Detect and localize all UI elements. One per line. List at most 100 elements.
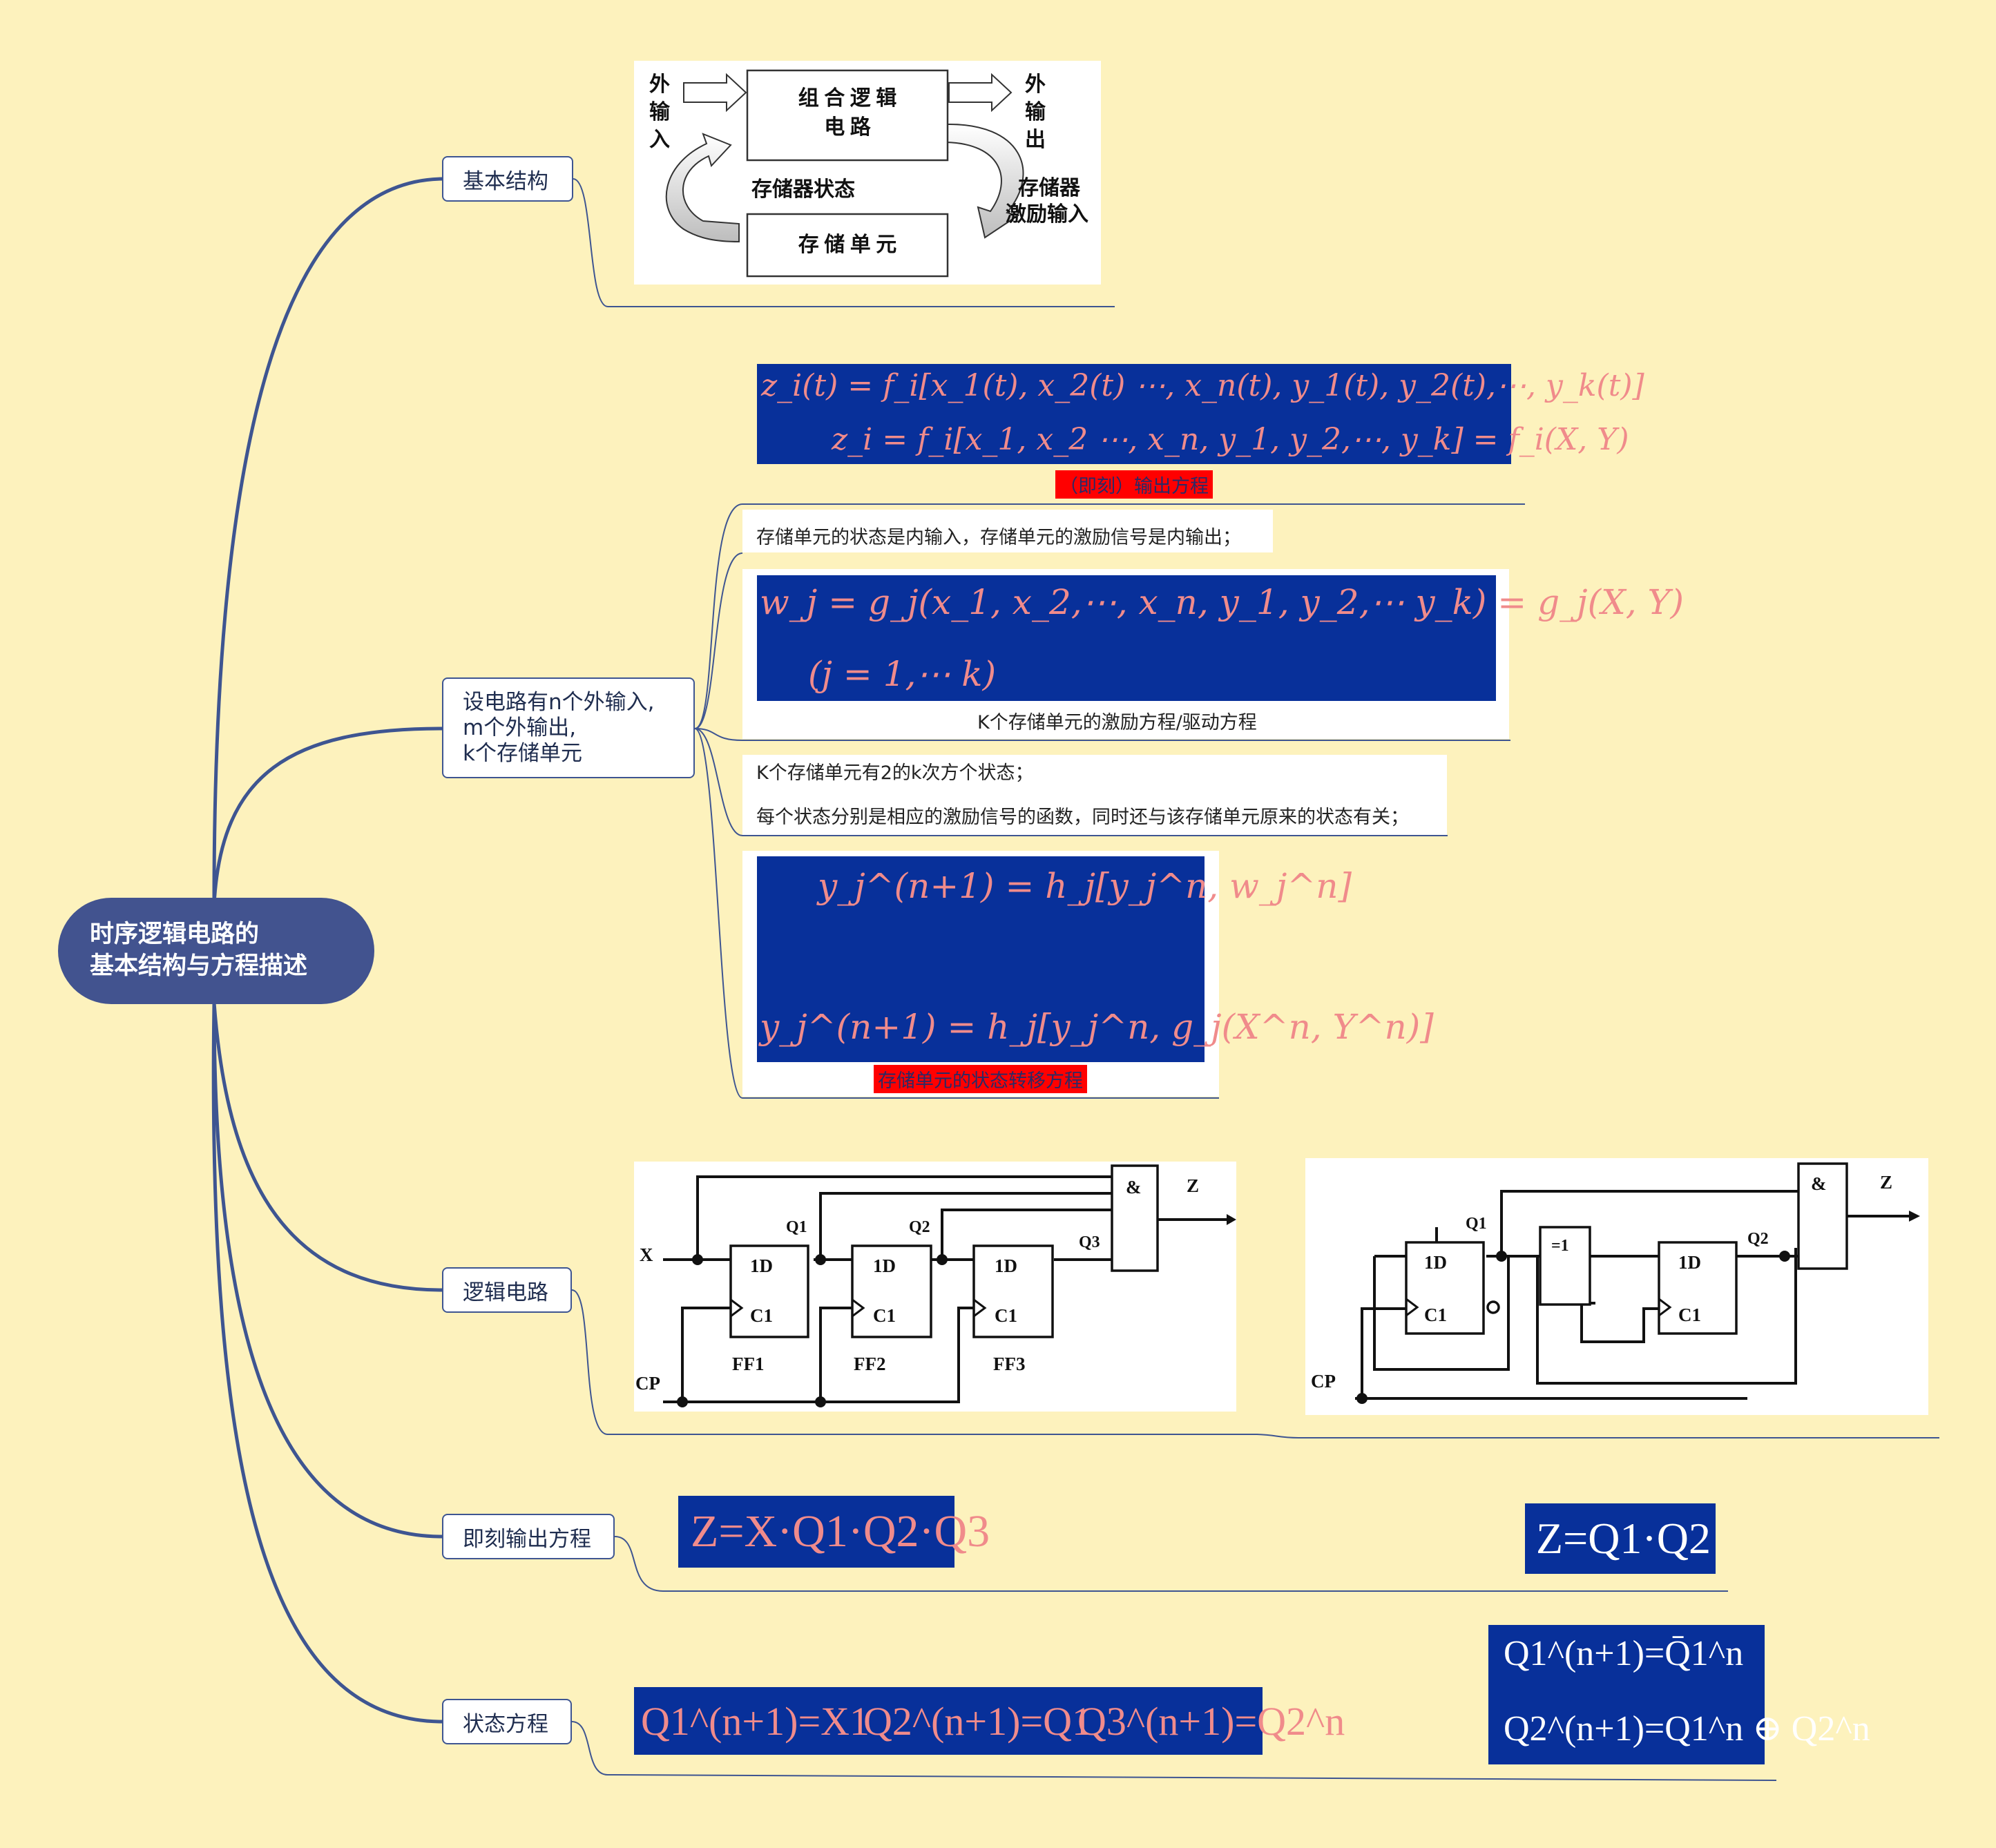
circuit-diagram-2: CP Z & =1 Q1 Q2 1D 1D C1 C1 (1305, 1158, 1928, 1415)
transition-equation-line2: y_j^(n+1) = h_j[y_j^n, g_j(X^n, Y^n)] (760, 1007, 1434, 1047)
c1-ff3-c: C1 (995, 1305, 1017, 1326)
structure-diagram: 组 合 逻 辑 电 路 存 储 单 元 外 输 入 外 输 出 存储器状态 存储… (649, 69, 1088, 278)
circuit-diagram-1: X CP Z & Q1 Q2 Q3 1D 1D 1D C1 C1 C1 FF1 … (634, 1162, 1236, 1412)
output-formula-left: Z=X·Q1·Q2·Q3 (678, 1496, 990, 1568)
ff3-box (972, 1244, 1054, 1338)
topic-logic-circuit-label: 逻辑电路 (463, 1280, 548, 1305)
note-internal-io: 存储单元的状态是内输入，存储单元的激励信号是内输出； (742, 510, 1273, 552)
c2-and-gate (1797, 1162, 1848, 1270)
ext-out-1: 外 (1025, 73, 1046, 96)
ext-in-1: 外 (649, 73, 670, 96)
c1-and-label: & (1126, 1177, 1142, 1197)
excitation-equation-line2: (j = 1,⋯ k) (808, 654, 997, 694)
topic-setup-line2: m个外输出, (463, 715, 577, 740)
c1-ff1-name: FF1 (732, 1354, 765, 1374)
comb-box-line2: 电 路 (824, 116, 872, 139)
c1-ff2-d: 1D (873, 1255, 896, 1276)
storage-state-label: 存储器状态 (751, 178, 855, 201)
comb-box-line1: 组 合 逻 辑 (798, 86, 897, 110)
c2-xor-label: =1 (1551, 1237, 1569, 1255)
feedback-arrow-left (665, 133, 740, 243)
c1-ff2-c: C1 (873, 1305, 896, 1326)
note-state-dependency: 每个状态分别是相应的激励信号的函数，同时还与该存储单元原来的状态有关； (756, 807, 1409, 828)
state-formula-right-1: Q1^(n+1)=Q̄1^n (1504, 1634, 1744, 1673)
topic-basic-structure[interactable]: 基本结构 (442, 156, 573, 202)
topic-setup-line3: k个存储单元 (463, 741, 582, 766)
topic-state-equation-label: 状态方程 (463, 1711, 548, 1737)
c2-ff2-box (1658, 1241, 1738, 1335)
ext-in-3: 入 (649, 128, 670, 151)
excite-label-line1: 存储器 (1018, 177, 1081, 200)
excitation-equation-line1: w_j = g_j(x_1, x_2,⋯, x_n, y_1, y_2,⋯ y_… (760, 582, 1685, 622)
excitation-equation-card: w_j = g_j(x_1, x_2,⋯, x_n, y_1, y_2,⋯ y_… (742, 569, 1684, 739)
output-equation-line1: z_i(t) = f_i[x_1(t), x_2(t) ⋯, x_n(t), y… (761, 368, 1644, 403)
transition-equation-label: 存储单元的状态转移方程 (874, 1065, 1087, 1093)
output-equation-image: z_i(t) = f_i[x_1(t), x_2(t) ⋯, x_n(t), y… (757, 364, 1644, 464)
transition-equation-image: y_j^(n+1) = h_j[y_j^n, w_j^n] y_j^(n+1) … (757, 856, 1434, 1062)
transition-equation-line1: y_j^(n+1) = h_j[y_j^n, w_j^n] (818, 866, 1352, 906)
c2-xor-gate (1539, 1226, 1591, 1306)
state-formula-left: Q1^(n+1)=X1 Q2^(n+1)=Q1 Q3^(n+1)=Q2^n (634, 1687, 1345, 1755)
ff1-box (729, 1244, 809, 1338)
topic-output-equation[interactable]: 即刻输出方程 (442, 1514, 615, 1559)
external-input-arrow (683, 73, 747, 113)
c1-q2-label: Q2 (909, 1218, 930, 1236)
c2-cp-label: CP (1311, 1371, 1336, 1392)
c2-ff2-d: 1D (1678, 1252, 1701, 1273)
state-formula-left-1: Q1^(n+1)=X1 (641, 1699, 870, 1744)
c1-ff1-c: C1 (750, 1305, 773, 1326)
topic-state-equation[interactable]: 状态方程 (442, 1699, 572, 1744)
c1-q3-label: Q3 (1079, 1233, 1100, 1251)
storage-box-label: 存 储 单 元 (798, 233, 897, 256)
root-title-line2: 基本结构与方程描述 (90, 952, 308, 980)
c1-ff1-d: 1D (750, 1255, 773, 1276)
state-formula-left-2: Q2^(n+1)=Q1 (863, 1699, 1093, 1744)
and-gate (1111, 1164, 1159, 1272)
output-equation-line2: z_i = f_i[x_1, x_2 ⋯, x_n, y_1, y_2,⋯, y… (832, 422, 1629, 457)
c1-z-label: Z (1187, 1175, 1199, 1196)
combinational-logic-box (746, 69, 949, 162)
topic-output-equation-label: 即刻输出方程 (463, 1526, 591, 1552)
ext-out-3: 出 (1025, 128, 1046, 151)
state-formula-right-2: Q2^(n+1)=Q1^n ⊕ Q2^n (1504, 1709, 1870, 1749)
state-formula-left-3: Q3^(n+1)=Q2^n (1077, 1699, 1345, 1744)
c2-z-label: Z (1880, 1172, 1892, 1193)
output-equation-label: （即刻）输出方程 (1055, 470, 1213, 499)
c2-ff1-d: 1D (1424, 1252, 1447, 1273)
state-formula-right: Q1^(n+1)=Q̄1^n Q2^(n+1)=Q1^n ⊕ Q2^n (1488, 1625, 1870, 1764)
storage-unit-box (746, 213, 949, 278)
ext-out-2: 输 (1025, 101, 1046, 124)
topic-circuit-setup[interactable]: 设电路有n个外输入, m个外输出, k个存储单元 (442, 677, 695, 778)
c2-ff2-c: C1 (1678, 1305, 1701, 1325)
ext-in-2: 输 (649, 101, 671, 124)
excitation-equation-caption: K个存储单元的激励方程/驱动方程 (977, 712, 1257, 733)
topic-logic-circuit[interactable]: 逻辑电路 (442, 1267, 572, 1313)
c1-cp-label: CP (635, 1373, 660, 1394)
c1-ff3-name: FF3 (993, 1354, 1026, 1374)
output-formula-right-text: Z=Q1·Q2 (1536, 1514, 1711, 1563)
c1-ff2-name: FF2 (854, 1354, 886, 1374)
excitation-equation-image: w_j = g_j(x_1, x_2,⋯, x_n, y_1, y_2,⋯ y_… (757, 575, 1684, 701)
output-formula-right: Z=Q1·Q2 (1525, 1503, 1716, 1574)
transition-equation-card: y_j^(n+1) = h_j[y_j^n, w_j^n] y_j^(n+1) … (742, 851, 1434, 1097)
c1-q1-label: Q1 (786, 1218, 807, 1236)
topic-basic-structure-label: 基本结构 (463, 169, 548, 194)
c2-ff1-box (1405, 1241, 1485, 1335)
c1-x-label: X (640, 1244, 653, 1265)
root-topic[interactable]: 时序逻辑电路的 基本结构与方程描述 (58, 898, 374, 1004)
structure-diagram-card: 组 合 逻 辑 电 路 存 储 单 元 外 输 入 外 输 出 存储器状态 存储… (634, 61, 1101, 285)
c2-q1-label: Q1 (1466, 1215, 1487, 1233)
ff2-box (851, 1244, 932, 1338)
note-states-count: K个存储单元有2的k次方个状态； (756, 762, 1034, 784)
c2-q2-label: Q2 (1747, 1230, 1769, 1248)
external-output-arrow (948, 73, 1013, 113)
note-states: K个存储单元有2的k次方个状态； 每个状态分别是相应的激励信号的函数，同时还与该… (742, 755, 1447, 835)
c1-ff3-d: 1D (995, 1255, 1017, 1276)
excite-label-line2: 激励输入 (1006, 203, 1088, 226)
topic-setup-line1: 设电路有n个外输入, (463, 690, 655, 715)
c2-and-label: & (1811, 1173, 1827, 1194)
c2-ff1-c: C1 (1424, 1305, 1447, 1325)
feedback-arrow-right (946, 123, 1024, 239)
root-title-line1: 时序逻辑电路的 (90, 921, 260, 948)
